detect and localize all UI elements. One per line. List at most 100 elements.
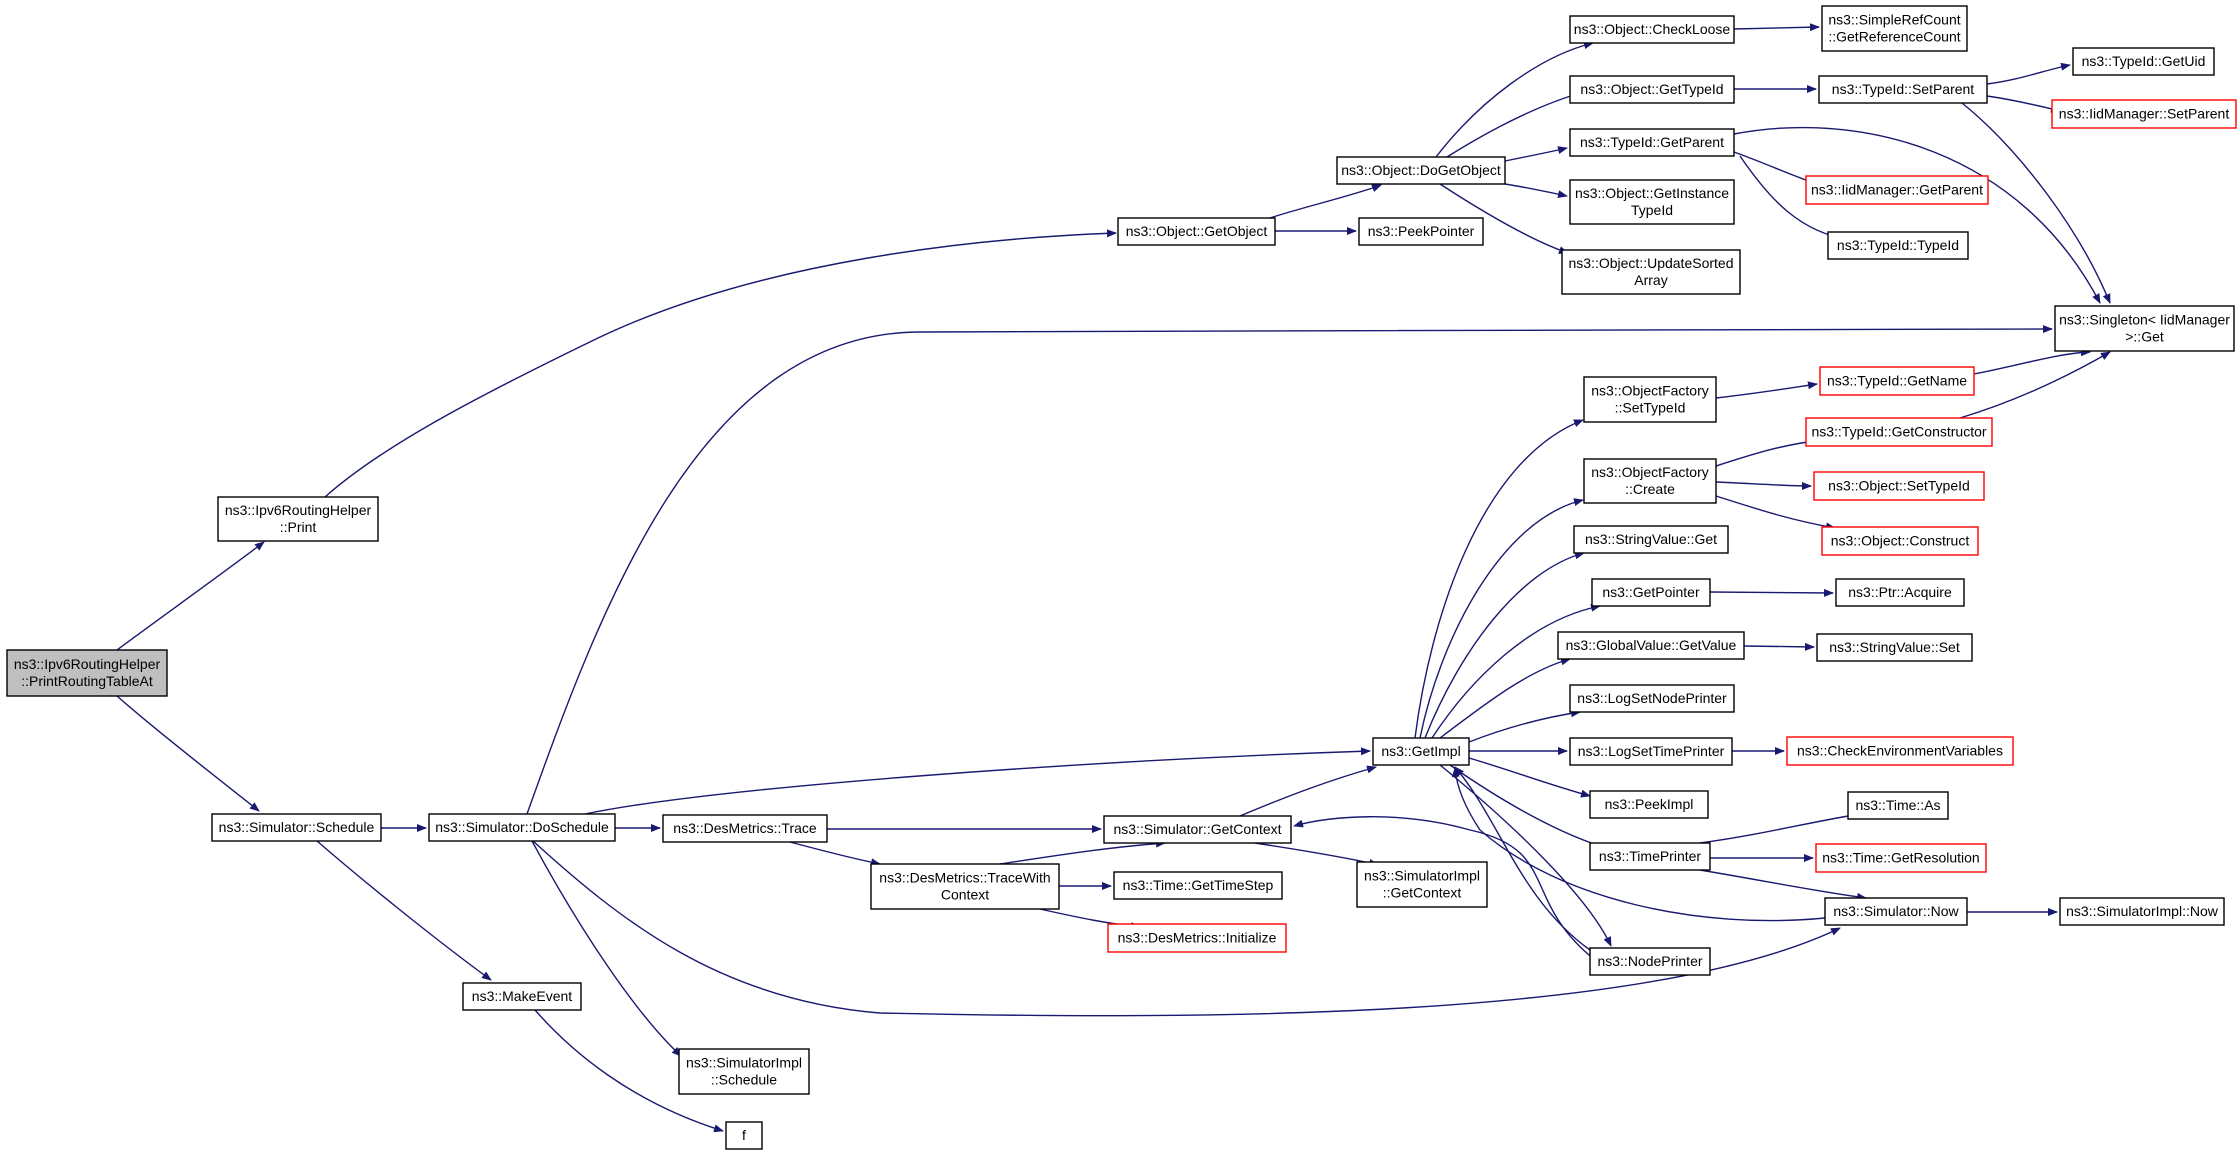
node-label: ns3::SimpleRefCount: [1828, 12, 1960, 28]
node-objsettypeid[interactable]: ns3::Object::SetTypeId: [1813, 471, 1985, 501]
node-checkenvvars[interactable]: ns3::CheckEnvironmentVariables: [1786, 736, 2014, 766]
node-iidsetparent[interactable]: ns3::IidManager::SetParent: [2051, 99, 2237, 129]
node-desmetricsinit[interactable]: ns3::DesMetrics::Initialize: [1107, 923, 1287, 953]
node-getreferencecount[interactable]: ns3::SimpleRefCount::GetReferenceCount: [1821, 5, 1968, 52]
edge-root-print: [116, 541, 265, 651]
node-box: [1372, 737, 1470, 766]
node-stringvalueset[interactable]: ns3::StringValue::Set: [1816, 633, 1973, 662]
node-label: ns3::Simulator::GetContext: [1113, 821, 1281, 837]
node-label: ns3::TypeId::GetName: [1827, 373, 1967, 389]
node-root[interactable]: ns3::Ipv6RoutingHelper::PrintRoutingTabl…: [6, 649, 168, 697]
node-box: [725, 1121, 763, 1150]
node-simimplgetcontext[interactable]: ns3::SimulatorImpl::GetContext: [1356, 861, 1488, 908]
node-simimplschedule[interactable]: ns3::SimulatorImpl::Schedule: [678, 1048, 810, 1095]
node-simgetcontext[interactable]: ns3::Simulator::GetContext: [1103, 815, 1292, 844]
node-desmetricstrace[interactable]: ns3::DesMetrics::Trace: [662, 814, 828, 843]
node-label: ns3::Object::GetInstance: [1575, 185, 1729, 201]
node-typeidsetparent[interactable]: ns3::TypeId::SetParent: [1818, 75, 1988, 104]
node-objgettypeid[interactable]: ns3::Object::GetTypeId: [1569, 75, 1735, 104]
node-box: [1805, 175, 1989, 205]
node-box: [1569, 15, 1735, 44]
node-typeidgetname[interactable]: ns3::TypeId::GetName: [1819, 366, 1975, 396]
node-box: [1573, 525, 1729, 554]
node-label: ns3::Simulator::Schedule: [219, 819, 375, 835]
node-box: [211, 813, 382, 842]
node-typeidtypeid[interactable]: ns3::TypeId::TypeId: [1827, 231, 1969, 260]
edge-makeevent-f: [534, 1009, 724, 1133]
edge-timeprinter-timeas: [1699, 811, 1861, 844]
node-iidgetparent[interactable]: ns3::IidManager::GetParent: [1805, 175, 1989, 205]
node-label: ::SetTypeId: [1615, 400, 1686, 416]
node-box: [1824, 897, 1968, 926]
node-box: [1336, 156, 1506, 185]
node-label: ns3::DesMetrics::Trace: [673, 820, 817, 836]
edge-objfactorycreate-objsettypeid: [1715, 481, 1812, 490]
node-box: [1583, 376, 1717, 423]
node-ptracquire[interactable]: ns3::Ptr::Acquire: [1835, 578, 1965, 607]
node-dogetobject[interactable]: ns3::Object::DoGetObject: [1336, 156, 1506, 185]
edge-doschedule-simnow: [532, 840, 1841, 1017]
node-label: ns3::StringValue::Set: [1829, 639, 1960, 655]
node-box: [1786, 736, 2014, 766]
node-schedule[interactable]: ns3::Simulator::Schedule: [211, 813, 382, 842]
node-typeidgetuid[interactable]: ns3::TypeId::GetUid: [2072, 47, 2215, 76]
edge-getpointer-ptracquire: [1709, 588, 1834, 597]
node-label: ns3::Object::Construct: [1831, 533, 1970, 549]
node-label: ns3::Object::UpdateSorted: [1569, 255, 1734, 271]
edge-trace-tracewithcontext: [789, 841, 881, 867]
node-typeidgetconstructor[interactable]: ns3::TypeId::GetConstructor: [1805, 417, 1993, 447]
edge-objfactorysettypeid-typeidgetname: [1715, 381, 1818, 399]
node-label: ns3::TypeId::GetParent: [1580, 134, 1724, 150]
node-simimplnow[interactable]: ns3::SimulatorImpl::Now: [2059, 897, 2225, 926]
node-label: ::Create: [1625, 481, 1675, 497]
node-getobject[interactable]: ns3::Object::GetObject: [1117, 217, 1276, 246]
node-box: [1107, 923, 1287, 953]
node-timegetresolution[interactable]: ns3::Time::GetResolution: [1815, 843, 1987, 873]
node-objfactorycreate[interactable]: ns3::ObjectFactory::Create: [1583, 458, 1717, 504]
node-f[interactable]: f: [725, 1121, 763, 1150]
node-box: [1356, 861, 1488, 908]
node-label: ns3::CheckEnvironmentVariables: [1797, 743, 2003, 759]
node-peekimpl[interactable]: ns3::PeekImpl: [1589, 790, 1709, 819]
edge-nodeprinter-getimpl: [1454, 766, 1591, 951]
node-box: [428, 813, 616, 842]
node-label: ns3::Ptr::Acquire: [1848, 584, 1952, 600]
node-box: [2054, 305, 2235, 352]
node-timeprinter[interactable]: ns3::TimePrinter: [1589, 842, 1711, 871]
node-box: [1821, 526, 1979, 556]
node-timegettimestep[interactable]: ns3::Time::GetTimeStep: [1113, 871, 1283, 900]
node-label: ns3::Object::SetTypeId: [1828, 478, 1970, 494]
node-logsettimeprinter[interactable]: ns3::LogSetTimePrinter: [1569, 737, 1733, 766]
node-print[interactable]: ns3::Ipv6RoutingHelper::Print: [217, 496, 379, 542]
node-label: ns3::GetPointer: [1602, 584, 1700, 600]
node-simnow[interactable]: ns3::Simulator::Now: [1824, 897, 1968, 926]
node-label: ns3::SimulatorImpl: [686, 1055, 802, 1071]
node-getimpl[interactable]: ns3::GetImpl: [1372, 737, 1470, 766]
node-objfactorysettypeid[interactable]: ns3::ObjectFactory::SetTypeId: [1583, 376, 1717, 423]
node-globalvaluegetvalue[interactable]: ns3::GlobalValue::GetValue: [1557, 631, 1745, 660]
node-label: ns3::TypeId::GetUid: [2082, 53, 2206, 69]
node-box: [1569, 128, 1735, 157]
node-nodeprinter[interactable]: ns3::NodePrinter: [1589, 947, 1711, 976]
node-label: ns3::IidManager::SetParent: [2059, 106, 2230, 122]
node-label: ns3::ObjectFactory: [1591, 383, 1709, 399]
node-checkloose[interactable]: ns3::Object::CheckLoose: [1569, 15, 1735, 44]
node-box: [1835, 578, 1965, 607]
node-makeevent[interactable]: ns3::MakeEvent: [462, 982, 582, 1011]
node-label: ns3::Ipv6RoutingHelper: [14, 656, 161, 672]
edge-getimpl-nodeprinter: [1439, 764, 1612, 947]
node-timeas[interactable]: ns3::Time::As: [1847, 791, 1949, 820]
node-typeidgetparent[interactable]: ns3::TypeId::GetParent: [1569, 128, 1735, 157]
node-logsetnodeprinter[interactable]: ns3::LogSetNodePrinter: [1569, 684, 1735, 713]
node-stringvalueget[interactable]: ns3::StringValue::Get: [1573, 525, 1729, 554]
node-label: ns3::PeekImpl: [1605, 796, 1694, 812]
node-box: [1589, 947, 1711, 976]
node-getpointer[interactable]: ns3::GetPointer: [1591, 578, 1711, 607]
node-peekpointer[interactable]: ns3::PeekPointer: [1358, 217, 1484, 246]
node-doschedule[interactable]: ns3::Simulator::DoSchedule: [428, 813, 616, 842]
node-objconstruct[interactable]: ns3::Object::Construct: [1821, 526, 1979, 556]
node-singletonget[interactable]: ns3::Singleton< IidManager>::Get: [2054, 305, 2235, 352]
